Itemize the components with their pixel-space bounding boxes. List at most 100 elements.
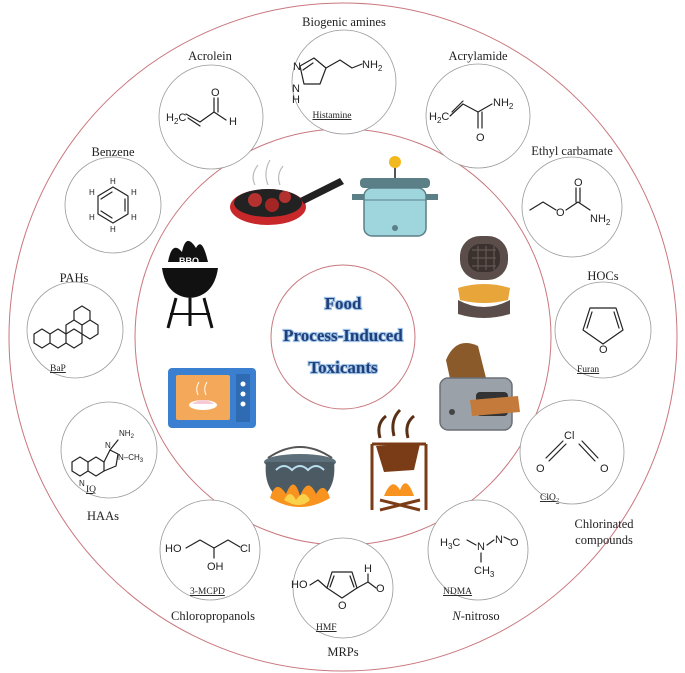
- hmf-o2: O: [376, 583, 385, 595]
- smoking-fire-icon: [370, 408, 428, 512]
- ethyl-carbamate-o2: O: [574, 177, 583, 189]
- example-bap: BaP: [50, 364, 66, 374]
- center-ring: [270, 264, 416, 410]
- histamine-structure: NH2 N N H: [292, 57, 383, 106]
- circle-n-nitroso: [427, 499, 529, 601]
- label-mrps: MRPs: [327, 645, 358, 659]
- center-title: Food Process-Induced Toxicants: [282, 293, 404, 378]
- furan-structure: O: [582, 307, 624, 356]
- mcpd-cl: Cl: [240, 543, 250, 555]
- example-furan: Furan: [577, 365, 599, 375]
- circle-chlorinated: [519, 399, 625, 505]
- circle-chloropropanols: [159, 499, 261, 601]
- outer-ring: [8, 2, 678, 672]
- ndma-n: N: [477, 541, 485, 553]
- circle-mrps: [292, 537, 394, 639]
- microwave-icon: [168, 368, 256, 428]
- mcpd-oh: OH: [207, 561, 224, 573]
- label-biogenic-amines: Biogenic amines: [302, 15, 386, 29]
- iq-structure: N N N–CH3 NH2: [71, 429, 144, 488]
- circle-hocs: [554, 281, 652, 379]
- label-n-nitroso: N-nitroso: [451, 609, 499, 623]
- category-haas: N N N–CH3 NH2 IQ HAAs: [60, 401, 158, 523]
- boiling-cauldron-icon: [264, 446, 336, 507]
- benzene-h6: H: [89, 188, 95, 197]
- acrylamide-h2c: H2C: [429, 111, 449, 125]
- circle-haas: [60, 401, 158, 499]
- benzene-h3: H: [131, 213, 137, 222]
- hmf-structure: HO O O H: [291, 563, 385, 612]
- iq-nch3: N–CH3: [118, 453, 144, 464]
- clo2-cl: Cl: [564, 430, 574, 442]
- acrylamide-structure: H2C NH2 O: [429, 97, 514, 144]
- pressure-cooker-icon: [352, 156, 438, 237]
- circle-acrolein: [158, 64, 264, 170]
- ndma-o: O: [510, 537, 519, 549]
- acrolein-structure: H2C O H: [166, 87, 237, 128]
- iq-n2: N: [105, 441, 111, 450]
- label-chloropropanols: Chloropropanols: [171, 609, 255, 623]
- toaster-icon: [439, 343, 520, 431]
- clo2-structure: Cl O O: [536, 430, 609, 475]
- mcpd-structure: HO OH Cl: [165, 539, 250, 573]
- acrolein-o: O: [211, 87, 220, 99]
- category-hocs: HOCs O Furan: [554, 269, 652, 379]
- example-ndma: NDMA: [443, 587, 472, 597]
- histamine-nh2: NH2: [362, 59, 383, 73]
- waffle-maker-icon: [458, 236, 510, 318]
- histamine-n: N: [293, 61, 301, 73]
- acrolein-h2c: H2C: [166, 112, 186, 126]
- category-ethyl-carbamate: Ethyl carbamate O O NH2: [521, 144, 623, 258]
- benzene-h1: H: [110, 177, 116, 186]
- label-haas: HAAs: [87, 509, 119, 523]
- category-chlorinated: Cl O O ClO2 Chlorinated compounds: [519, 399, 634, 547]
- example-hmf: HMF: [316, 623, 337, 633]
- center-title-line2: Process-Induced: [283, 326, 403, 345]
- bbq-label: BBQ: [179, 256, 199, 266]
- benzene-h4: H: [110, 225, 116, 234]
- clo2-o1: O: [536, 463, 545, 475]
- circle-benzene: [64, 156, 162, 254]
- bap-structure: [33, 305, 99, 349]
- iq-nh2: NH2: [119, 429, 135, 440]
- label-benzene: Benzene: [91, 145, 134, 159]
- ndma-structure: H3C N N O CH3: [440, 534, 519, 579]
- benzene-structure: H H H H H H: [89, 177, 137, 234]
- hmf-h: H: [364, 563, 372, 575]
- acrolein-h: H: [229, 116, 237, 128]
- label-ethyl-carbamate: Ethyl carbamate: [531, 144, 613, 158]
- label-acrylamide: Acrylamide: [448, 49, 507, 63]
- bbq-grill-icon: BBQ: [162, 240, 218, 329]
- ethyl-carbamate-o: O: [556, 207, 565, 219]
- example-histamine: Histamine: [312, 111, 351, 121]
- iq-n: N: [79, 479, 85, 488]
- category-acrylamide: Acrylamide H2C NH2 O: [425, 49, 531, 169]
- center-title-line1: Food: [325, 294, 362, 313]
- label-chlorinated-2: compounds: [575, 533, 633, 547]
- category-chloropropanols: HO OH Cl 3-MCPD Chloropropanols: [159, 499, 261, 623]
- label-acrolein: Acrolein: [188, 49, 232, 63]
- example-3mcpd: 3-MCPD: [190, 587, 225, 597]
- ndma-ch3: CH3: [474, 565, 495, 579]
- category-biogenic-amines: Biogenic amines NH2 N N H Histamine: [291, 15, 397, 135]
- mcpd-ho: HO: [165, 543, 182, 555]
- label-pahs: PAHs: [60, 271, 89, 285]
- category-acrolein: Acrolein H2C O H: [158, 49, 264, 170]
- acrylamide-o: O: [476, 132, 485, 144]
- example-iq: IQ: [86, 485, 96, 495]
- circle-ethyl-carbamate: [521, 156, 623, 258]
- benzene-h2: H: [131, 188, 137, 197]
- category-benzene: Benzene H H H H H H: [64, 145, 162, 254]
- circle-biogenic-amines: [291, 29, 397, 135]
- histamine-nh-h: H: [292, 94, 300, 106]
- clo2-o2: O: [600, 463, 609, 475]
- histamine-nh-n: N: [292, 83, 300, 95]
- example-clo2: ClO2: [540, 493, 559, 504]
- ndma-h3c: H3C: [440, 537, 460, 551]
- furan-o: O: [599, 344, 608, 356]
- label-chlorinated-1: Chlorinated: [574, 517, 634, 531]
- acrylamide-nh2: NH2: [493, 97, 514, 111]
- center-title-line3: Toxicants: [308, 358, 378, 377]
- category-pahs: PAHs BaP: [26, 271, 124, 379]
